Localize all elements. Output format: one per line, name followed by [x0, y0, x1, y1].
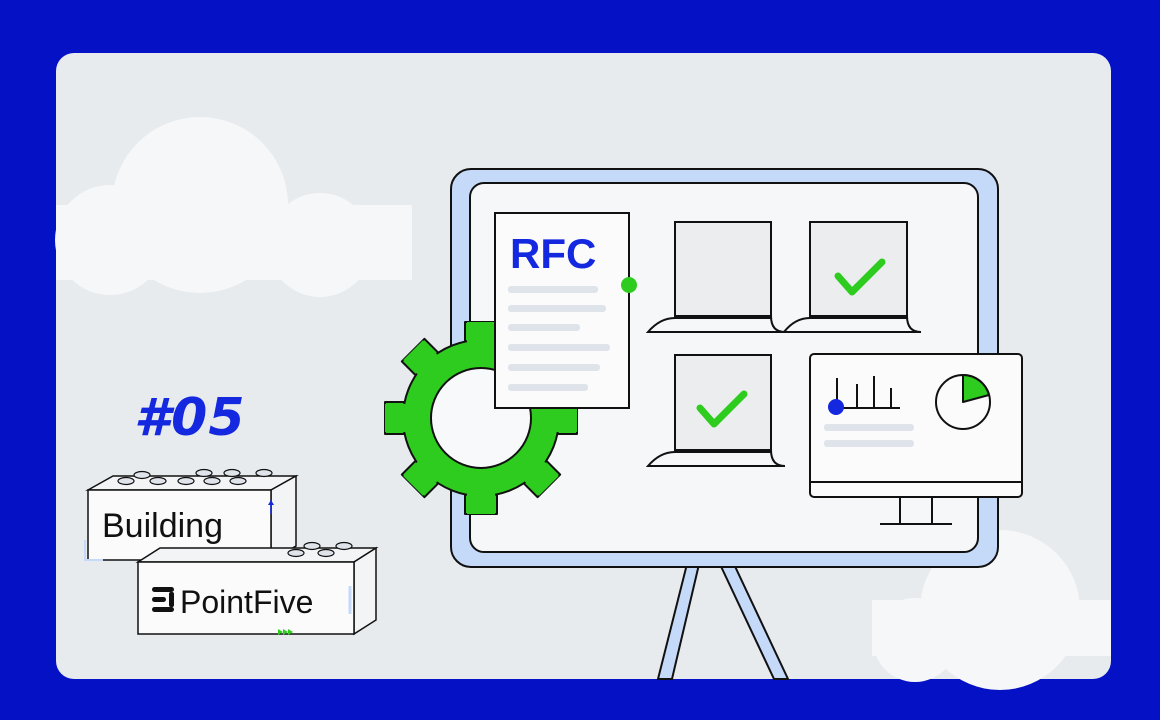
board-stand	[656, 559, 790, 680]
series-brand: PointFive	[180, 584, 313, 620]
lego-brick-icon: Building PointFive	[84, 468, 379, 636]
rfc-title: RFC	[510, 230, 596, 277]
cloud-right	[872, 530, 1111, 690]
connector-dot	[621, 277, 637, 293]
checked-document-icon	[645, 354, 786, 467]
rfc-document-icon: RFC	[494, 212, 637, 409]
series-word: Building	[102, 507, 223, 545]
pointfive-logo-icon	[152, 587, 174, 612]
checked-document-icon	[781, 221, 922, 333]
blank-document-icon	[645, 221, 786, 333]
pie-chart-icon	[935, 374, 991, 430]
monitor-dashboard-icon	[809, 353, 1023, 525]
cloud-left	[55, 117, 412, 297]
episode-number: #05	[134, 388, 246, 448]
